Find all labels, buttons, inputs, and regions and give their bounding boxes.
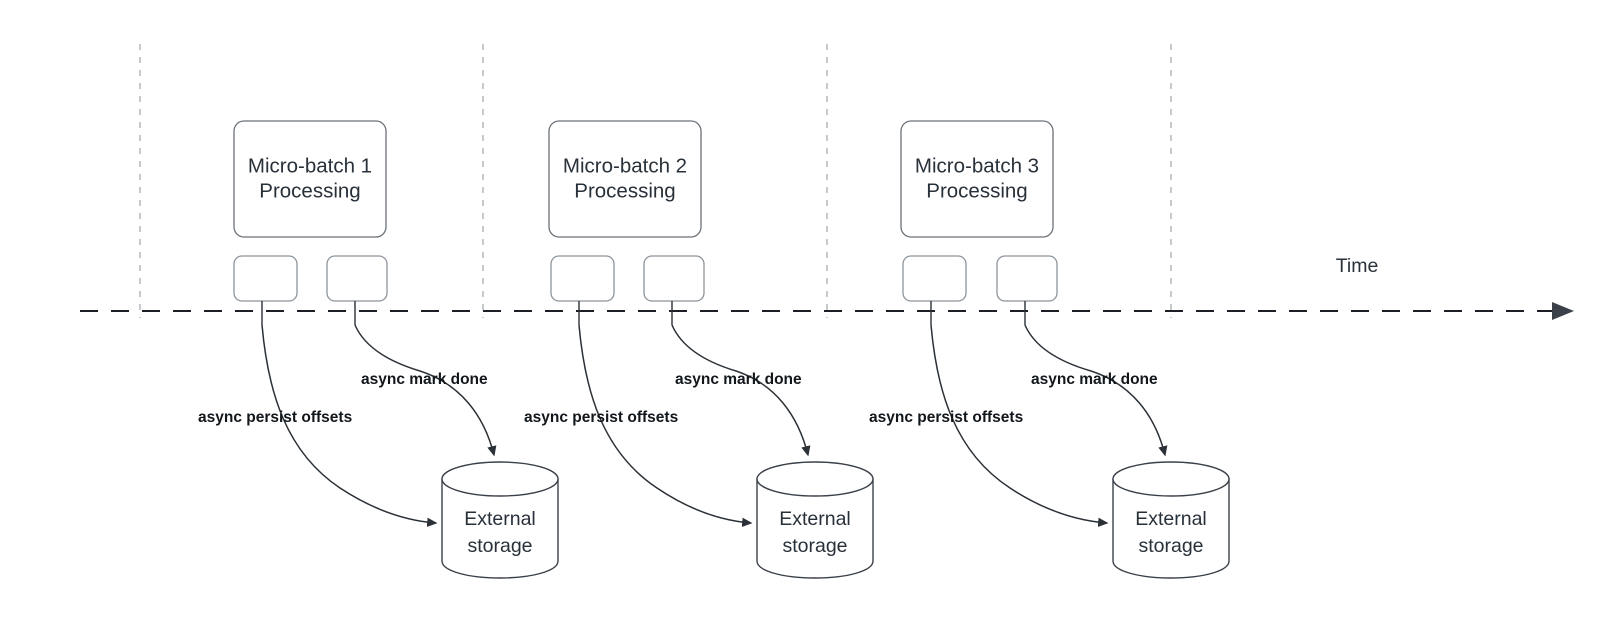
- batch-2-async-persist-offsets-label: async persist offsets: [524, 409, 678, 426]
- external-storage-3-body: [1112, 478, 1230, 579]
- external-storage-3-label-line1: External: [1135, 508, 1207, 530]
- time-axis-label: Time: [1336, 255, 1379, 277]
- batch-2-mini-box-mark[interactable]: [643, 255, 705, 302]
- batch-2-async-mark-done-label: async mark done: [675, 371, 802, 388]
- time-axis-arrowhead: [1552, 302, 1574, 320]
- batch-1-mini-box-persist[interactable]: [233, 255, 298, 302]
- batch-1-async-persist-offsets-label: async persist offsets: [198, 409, 352, 426]
- external-storage-1[interactable]: External storage: [441, 461, 559, 579]
- batch-3-async-persist-offsets-arrow: [930, 324, 1109, 527]
- external-storage-3[interactable]: External storage: [1112, 461, 1230, 579]
- batch-2-async-persist-offsets-arrow: [578, 324, 753, 527]
- batch-3-mini-box-persist[interactable]: [902, 255, 967, 302]
- micro-batch-1-label-line2: Processing: [259, 179, 360, 202]
- batch-group-1: Micro-batch 1 Processing async persist o…: [198, 120, 559, 579]
- time-axis: Time: [80, 255, 1574, 320]
- batch-3-async-mark-done-arrow: [1024, 324, 1168, 457]
- batch-3-mini-box-mark[interactable]: [996, 255, 1058, 302]
- micro-batch-3-box[interactable]: [900, 120, 1054, 238]
- external-storage-1-top: [441, 461, 559, 497]
- external-storage-2-body: [756, 478, 874, 579]
- batch-group-3: Micro-batch 3 Processing async persist o…: [869, 120, 1230, 579]
- batch-3-async-mark-done-label: async mark done: [1031, 371, 1158, 388]
- micro-batch-3-label-line2: Processing: [926, 179, 1027, 202]
- batch-2-mini-box-persist[interactable]: [550, 255, 615, 302]
- external-storage-1-body: [441, 478, 559, 579]
- external-storage-2-label-line1: External: [779, 508, 851, 530]
- batch-3-async-persist-offsets-label: async persist offsets: [869, 409, 1023, 426]
- external-storage-3-label-line2: storage: [1138, 535, 1203, 557]
- external-storage-2-label-line2: storage: [782, 535, 847, 557]
- batch-group-2: Micro-batch 2 Processing async persist o…: [524, 120, 874, 579]
- micro-batch-2-box[interactable]: [548, 120, 702, 238]
- external-storage-1-label-line2: storage: [467, 535, 532, 557]
- micro-batch-1-label-line1: Micro-batch 1: [248, 154, 372, 177]
- micro-batch-2-label-line2: Processing: [574, 179, 675, 202]
- external-storage-3-top: [1112, 461, 1230, 497]
- external-storage-1-label-line1: External: [464, 508, 536, 530]
- micro-batch-3-label-line1: Micro-batch 3: [915, 154, 1039, 177]
- micro-batch-2-label-line1: Micro-batch 2: [563, 154, 687, 177]
- batch-1-async-mark-done-label: async mark done: [361, 371, 488, 388]
- micro-batch-1-box[interactable]: [233, 120, 387, 238]
- external-storage-2[interactable]: External storage: [756, 461, 874, 579]
- batch-1-async-mark-done-arrow: [354, 324, 497, 457]
- batch-2-async-mark-done-arrow: [671, 324, 811, 457]
- batch-1-mini-box-mark[interactable]: [326, 255, 388, 302]
- external-storage-2-top: [756, 461, 874, 497]
- batch-1-async-persist-offsets-arrow: [261, 324, 438, 527]
